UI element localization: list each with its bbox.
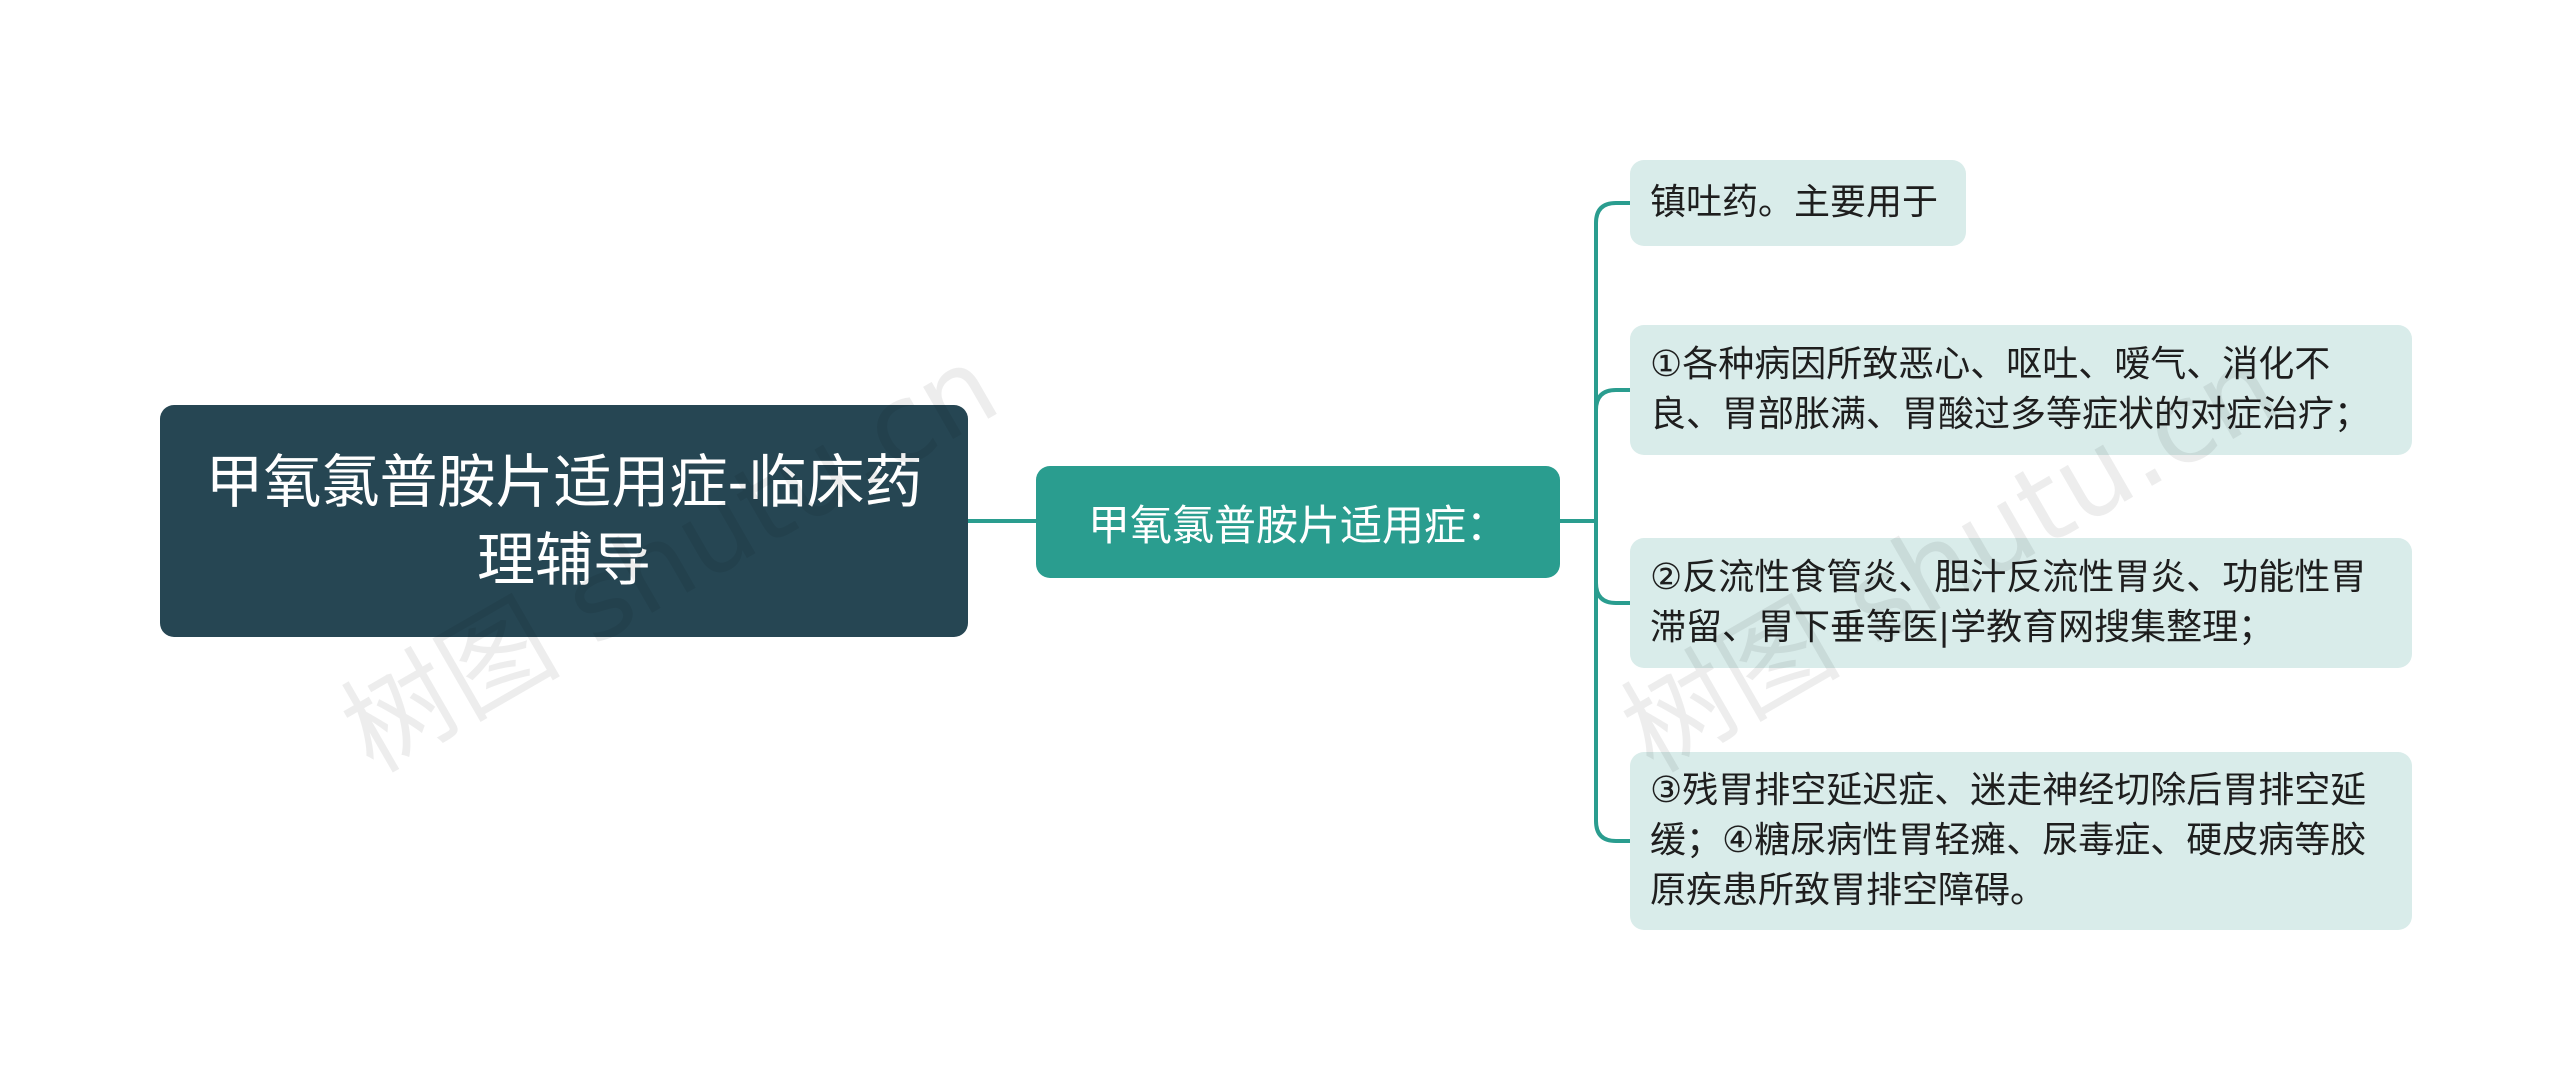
leaf-node-4-label: ③残胃排空延迟症、迷走神经切除后胃排空延缓；④糖尿病性胃轻瘫、尿毒症、硬皮病等胶… xyxy=(1650,770,2367,911)
leaf-node-3[interactable]: ②反流性食管炎、胆汁反流性胃炎、功能性胃滞留、胃下垂等医|学教育网搜集整理； xyxy=(1630,538,2412,668)
root-node[interactable]: 甲氧氯普胺片适用症-临床药理辅导 xyxy=(160,405,968,637)
root-node-label: 甲氧氯普胺片适用症-临床药理辅导 xyxy=(205,448,923,594)
leaf-1-connector xyxy=(1594,201,1630,521)
leaf-node-4[interactable]: ③残胃排空延迟症、迷走神经切除后胃排空延缓；④糖尿病性胃轻瘫、尿毒症、硬皮病等胶… xyxy=(1630,752,2412,930)
leaf-4-connector xyxy=(1594,521,1630,843)
leaf-node-1-label: 镇吐药。主要用于 xyxy=(1650,182,1939,223)
leaf-node-2-label: ①各种病因所致恶心、呕吐、嗳气、消化不良、胃部胀满、胃酸过多等症状的对症治疗； xyxy=(1650,344,2371,435)
leaf-node-1[interactable]: 镇吐药。主要用于 xyxy=(1630,160,1966,246)
leaf-3-connector xyxy=(1594,521,1630,605)
leaf-2-connector xyxy=(1594,388,1630,521)
leaf-node-2[interactable]: ①各种病因所致恶心、呕吐、嗳气、消化不良、胃部胀满、胃酸过多等症状的对症治疗； xyxy=(1630,325,2412,455)
leaf-node-3-label: ②反流性食管炎、胆汁反流性胃炎、功能性胃滞留、胃下垂等医|学教育网搜集整理； xyxy=(1650,557,2367,648)
branch-node-label: 甲氧氯普胺片适用症： xyxy=(1087,500,1508,550)
branch-node[interactable]: 甲氧氯普胺片适用症： xyxy=(1036,466,1560,578)
